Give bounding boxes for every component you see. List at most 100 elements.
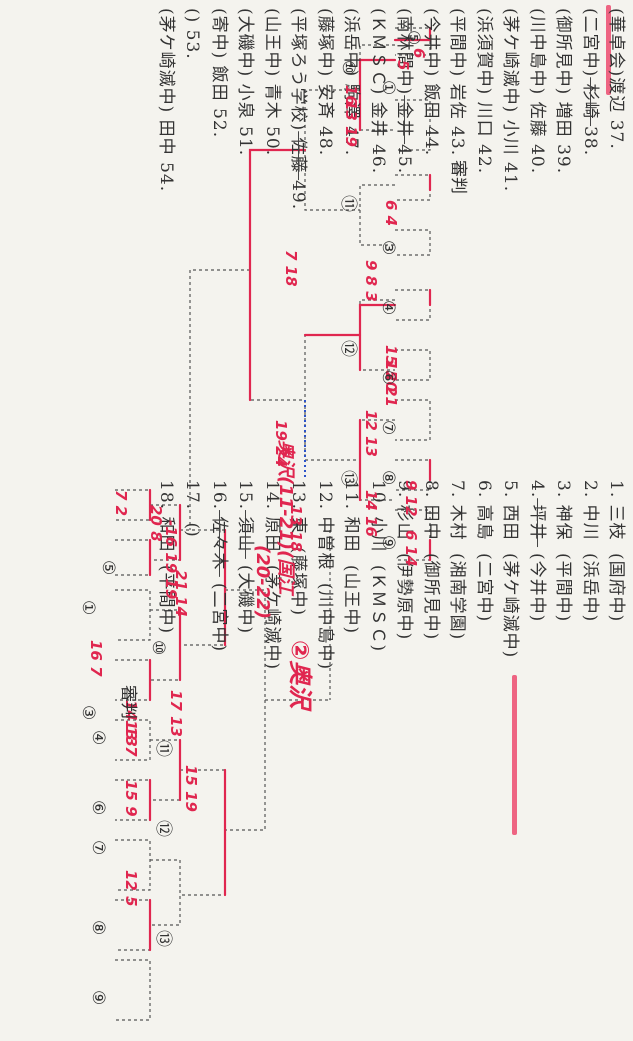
entry-school: () (182, 8, 202, 24)
entry-name: 西田 (500, 498, 520, 548)
entry-name: 佐藤 (526, 95, 547, 145)
entry-name: 佐々木 (208, 510, 229, 577)
lower-entry: 17. () (180, 480, 204, 538)
entry-name: 神保 (553, 498, 573, 548)
entry-school: (藤塚中) (314, 8, 335, 78)
score-mark: 21 14 (172, 570, 190, 617)
upper-seed-marker: ① (378, 80, 398, 96)
entry-name: 木村 (447, 498, 467, 548)
score-mark: 13 7 (122, 720, 140, 757)
upper-entry: (平塚ろう学校) 佐藤 49. (286, 2, 310, 210)
upper-seed-marker: 審判 (448, 160, 468, 194)
score-mark: 7 18 (282, 250, 300, 287)
entry-number: 45. (394, 144, 414, 175)
entry-number: 43. (447, 126, 467, 157)
entry-school: (ＫＭＳＣ) (367, 564, 388, 653)
highlight-mark-top (606, 5, 611, 95)
entry-school: (平間中) (553, 553, 573, 623)
entry-school: (二宮中) (473, 553, 494, 623)
entry-number: 41. (500, 162, 520, 193)
upper-entry: (平間中) 岩佐 43. (445, 2, 469, 156)
entry-number: 12. (314, 480, 335, 511)
entry-school: (御所見中) (553, 8, 573, 96)
entry-number: 51. (235, 126, 255, 157)
upper-entry: (二宮中) 杉崎 38. (578, 2, 602, 156)
entry-name: 増田 (553, 95, 573, 145)
lower-entry: 7. 木村 (湘南学園) (445, 480, 469, 640)
upper-seed-marker: ⑦ (378, 420, 398, 436)
score-mark: 19 24 (272, 420, 290, 467)
entry-school: (川中島中) (526, 8, 547, 96)
entry-number: 54. (155, 162, 176, 193)
upper-seed-marker: ④ (378, 300, 398, 316)
entry-name: 中曽根 (314, 510, 335, 577)
entry-number: 15. (235, 480, 255, 511)
lower-seed-marker: ⑦ (88, 840, 108, 856)
upper-entry: (寄中) 飯田 52. (207, 2, 231, 138)
entry-school: (華卓会 (606, 8, 626, 70)
upper-entry: (茅ケ崎滅中) 田中 54. (154, 2, 178, 192)
entry-name: 青木 (261, 77, 282, 127)
upper-seed-marker: ⑨ (378, 535, 398, 551)
entry-name: 金井 (394, 95, 414, 145)
entry-number: 44. (420, 126, 441, 157)
upper-entry: (山王中) 青木 50. (260, 2, 284, 156)
entry-number: 50. (261, 126, 282, 157)
entry-school: (浜岳中) (579, 553, 600, 623)
lower-entry: 11. 和田 (山王中) (339, 480, 363, 634)
highlight-mark-bottom (512, 675, 517, 835)
entry-number: 48. (314, 126, 335, 157)
handwritten-note-2: (20-22) (252, 545, 273, 620)
entry-school: (御所見中) (420, 553, 441, 641)
entry-school: (今井中) (526, 553, 547, 623)
score-mark: 9 8 3 (362, 260, 380, 302)
entry-number: 52. (208, 108, 229, 139)
entry-number: 1. (606, 480, 626, 499)
entry-number: 6. (473, 480, 494, 499)
upper-entry: (茅ケ崎滅中) 小川 41. (498, 2, 522, 192)
entry-name: 渡辺 (606, 77, 626, 114)
entry-name: 飯田 (208, 59, 229, 109)
entry-number: 37. (606, 119, 626, 150)
lower-entry: 4. 坪井 (今井中) (525, 480, 549, 622)
entry-number: 17. (182, 480, 202, 511)
score-mark: 6 4 (382, 200, 400, 227)
entry-school: (大磯中) (235, 8, 255, 78)
entry-name: 坪井 (526, 498, 547, 548)
lower-seed-marker: ⑨ (88, 990, 108, 1006)
upper-round2-seed-marker: ⑫ (338, 340, 358, 357)
upper-round2-seed-marker: ⑬ (338, 470, 358, 487)
entry-name: 金井 (367, 95, 388, 145)
entry-name: 飯田 (420, 77, 441, 127)
entry-name: 三枝 (606, 498, 626, 548)
score-mark: 15 9 (122, 780, 140, 817)
entry-number: 38. (579, 126, 600, 157)
lower-round2-seed-marker: ⑩ (148, 640, 168, 656)
lower-round2-seed-marker: ⑪ (153, 740, 173, 757)
upper-entry: (藤塚中) 安斉 48. (313, 2, 337, 156)
entry-school: (寄中) (208, 8, 229, 60)
entry-number: 5. (500, 480, 520, 499)
entry-number: 2. (579, 480, 600, 499)
lower-entry: 2. 中川 (浜岳中) (578, 480, 602, 622)
score-mark: 6 14 (402, 530, 420, 567)
lower-entry: 5. 西田 (茅ケ崎滅中) (498, 480, 522, 658)
entry-number: 8. (420, 480, 441, 499)
entry-number: 16. (208, 480, 229, 511)
entry-name: 川口 (473, 95, 494, 145)
handwritten-note-3: ②奥沢 (286, 640, 314, 709)
entry-number: 7. (447, 480, 467, 499)
entry-name: 高島 (473, 498, 494, 548)
lower-seed-marker: ⑧ (88, 920, 108, 936)
entry-name (182, 510, 202, 516)
upper-round2-seed-marker: ⑩ (338, 60, 358, 76)
entry-school: (浜須賀中) (473, 8, 494, 96)
entry-school: (茅ケ崎滅中) (155, 8, 176, 114)
entry-name: 中川 (579, 498, 600, 548)
entry-school: (茅ケ崎滅中) (500, 8, 520, 114)
entry-name: 田中 (420, 498, 441, 548)
lower-seed-marker: ④ (88, 730, 108, 746)
upper-round2-seed-marker: ⑪ (338, 195, 358, 212)
